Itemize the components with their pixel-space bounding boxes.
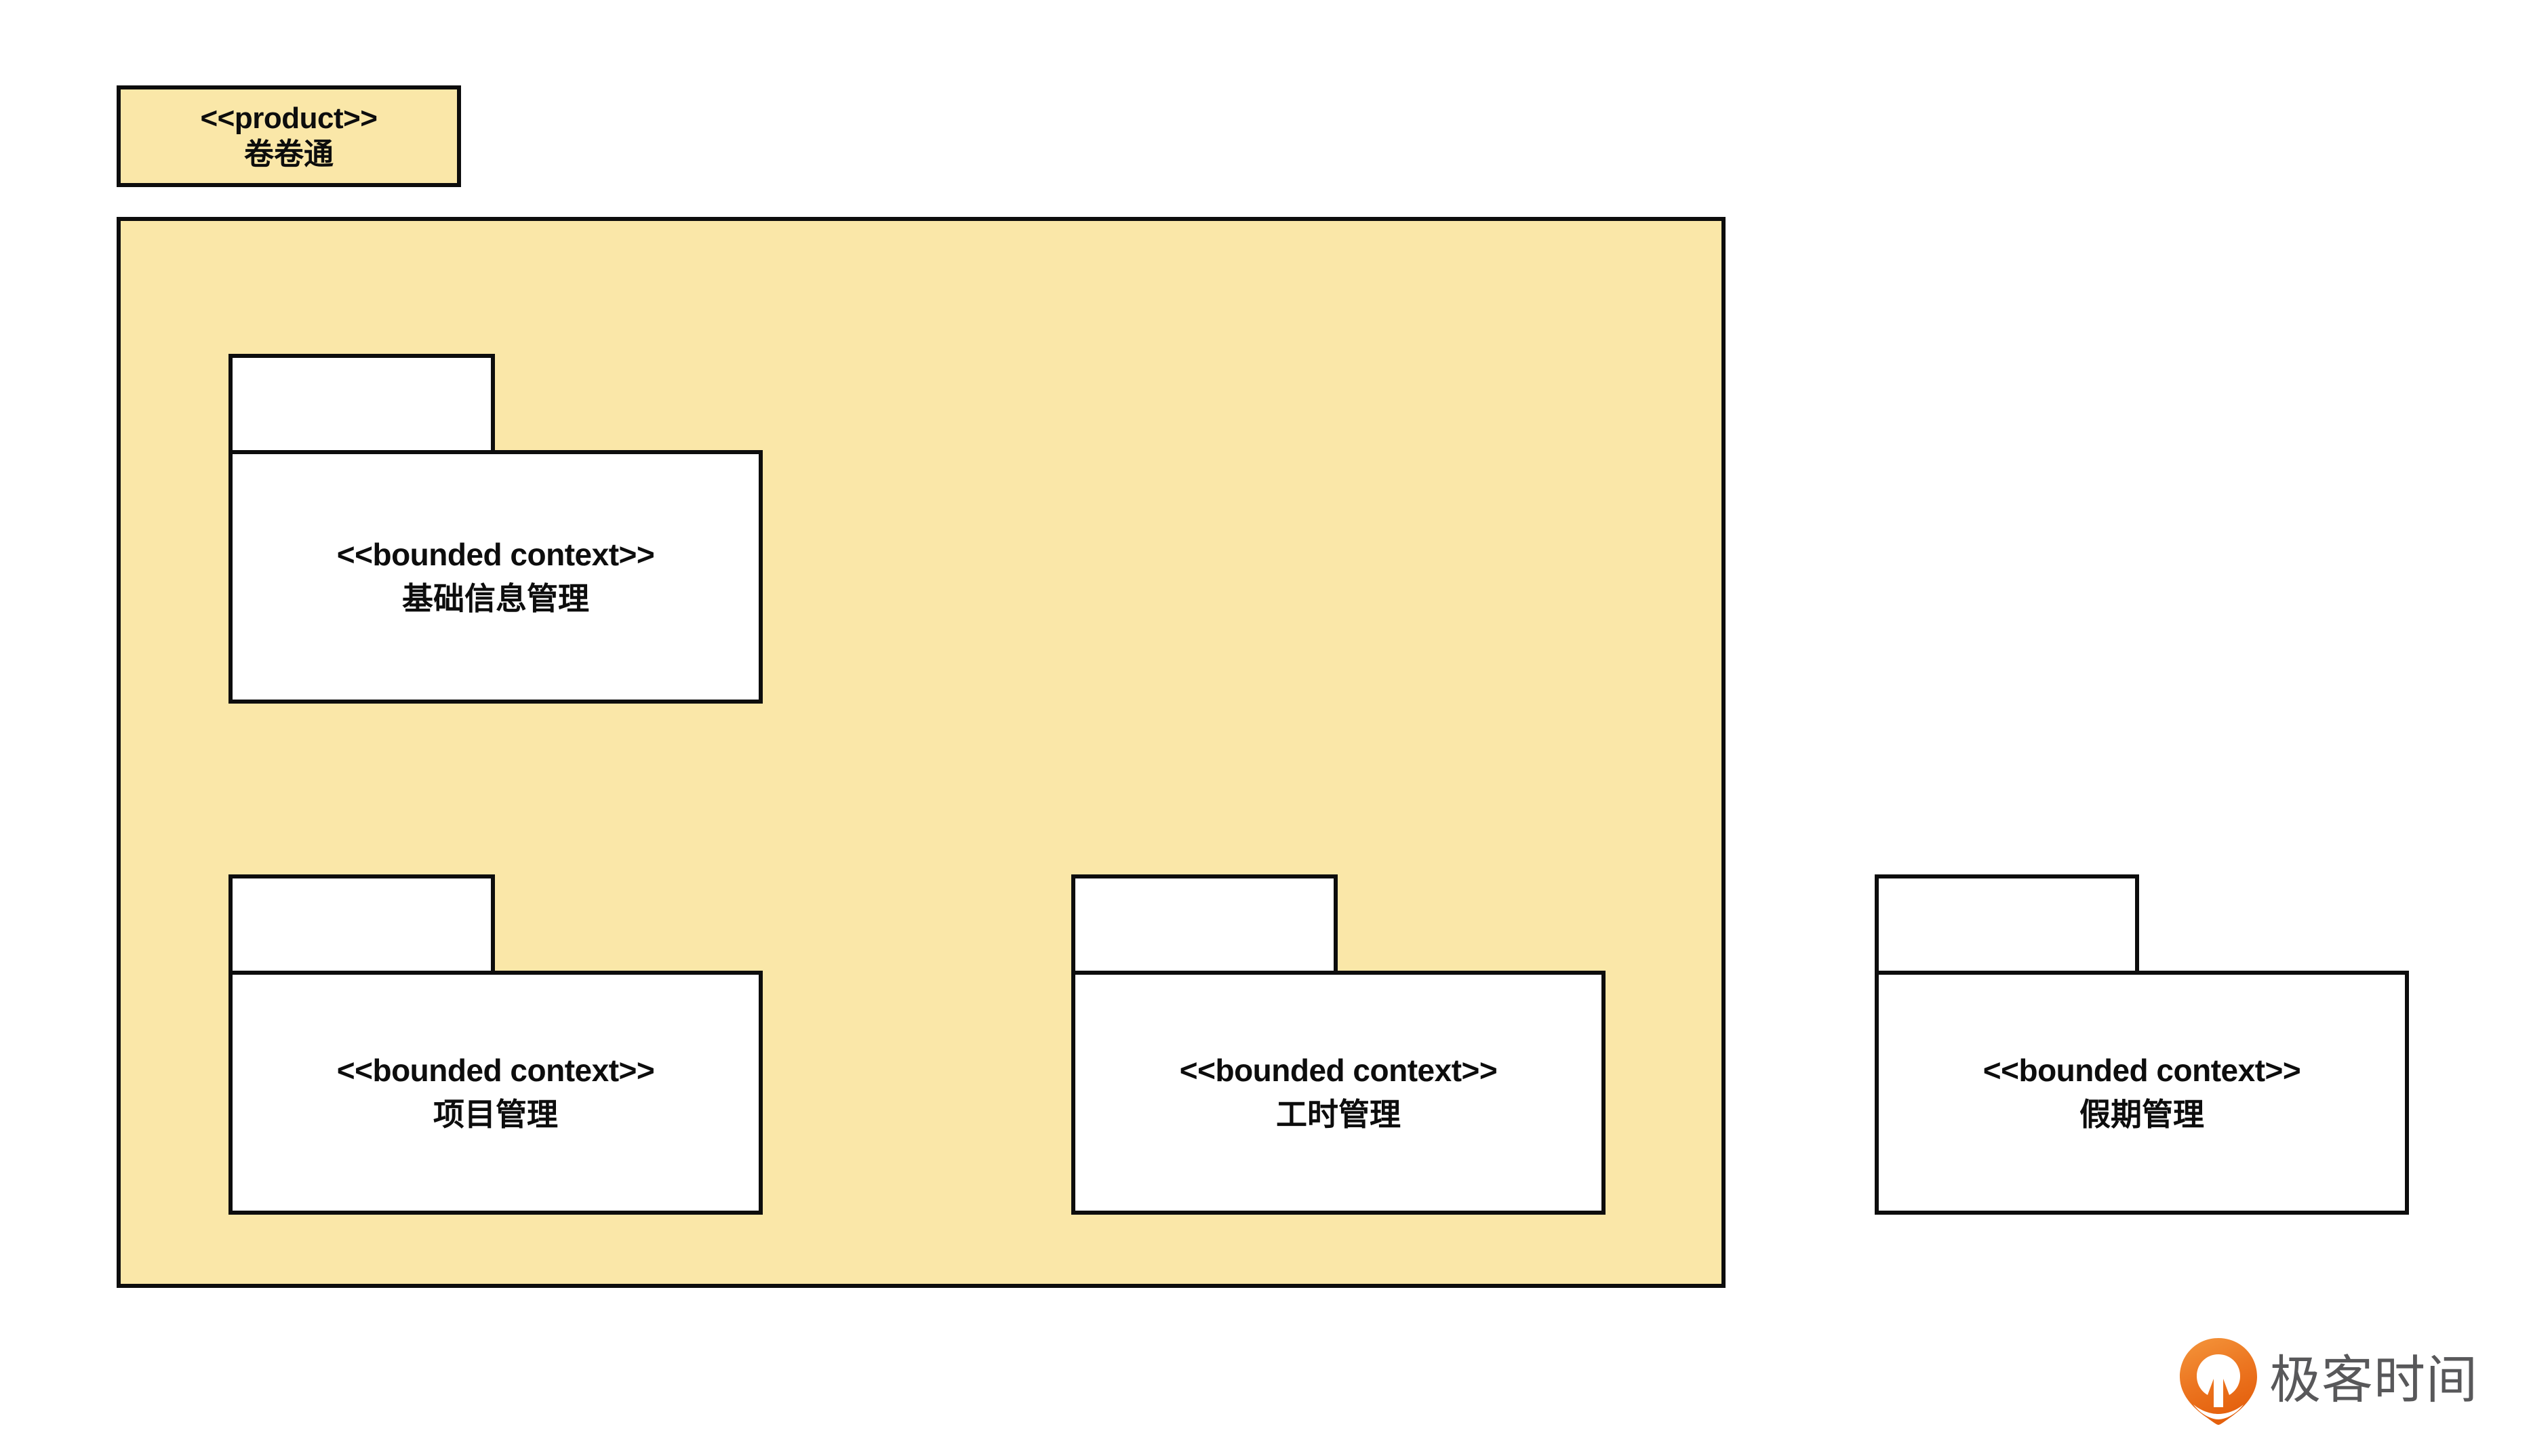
package-bounded-context-vacation-body[interactable]: <<bounded context>> 假期管理 [1875, 971, 2409, 1215]
package-bounded-context-project-stereotype: <<bounded context>> [336, 1052, 655, 1088]
package-bounded-context-worktime-name: 工时管理 [1276, 1097, 1401, 1132]
svg-text:极客时间: 极客时间 [2269, 1353, 2478, 1409]
geektime-brand-text: 极客时间 [2269, 1353, 2478, 1409]
package-product-tab[interactable]: <<product>> 卷卷通 [117, 85, 461, 187]
package-product-stereotype: <<product>> [200, 101, 378, 135]
package-bounded-context-worktime-tab[interactable] [1071, 874, 1338, 975]
package-bounded-context-basic-info-tab[interactable] [228, 354, 495, 454]
package-bounded-context-vacation-stereotype: <<bounded context>> [1982, 1052, 2301, 1088]
package-bounded-context-project-body[interactable]: <<bounded context>> 项目管理 [228, 971, 763, 1215]
package-bounded-context-worktime-body[interactable]: <<bounded context>> 工时管理 [1071, 971, 1606, 1215]
package-product-name: 卷卷通 [244, 138, 334, 171]
package-bounded-context-project-tab[interactable] [228, 874, 495, 975]
geektime-pin-logo-icon [2180, 1338, 2257, 1425]
package-bounded-context-basic-info-stereotype: <<bounded context>> [336, 536, 655, 572]
package-bounded-context-vacation-tab[interactable] [1875, 874, 2139, 975]
package-bounded-context-project-name: 项目管理 [433, 1097, 558, 1132]
package-bounded-context-basic-info-body[interactable]: <<bounded context>> 基础信息管理 [228, 450, 763, 704]
package-bounded-context-worktime-stereotype: <<bounded context>> [1179, 1052, 1498, 1088]
package-bounded-context-basic-info-name: 基础信息管理 [402, 581, 589, 616]
package-bounded-context-vacation-name: 假期管理 [2079, 1097, 2204, 1132]
watermark-logo: 极客时间 [2178, 1337, 2513, 1426]
